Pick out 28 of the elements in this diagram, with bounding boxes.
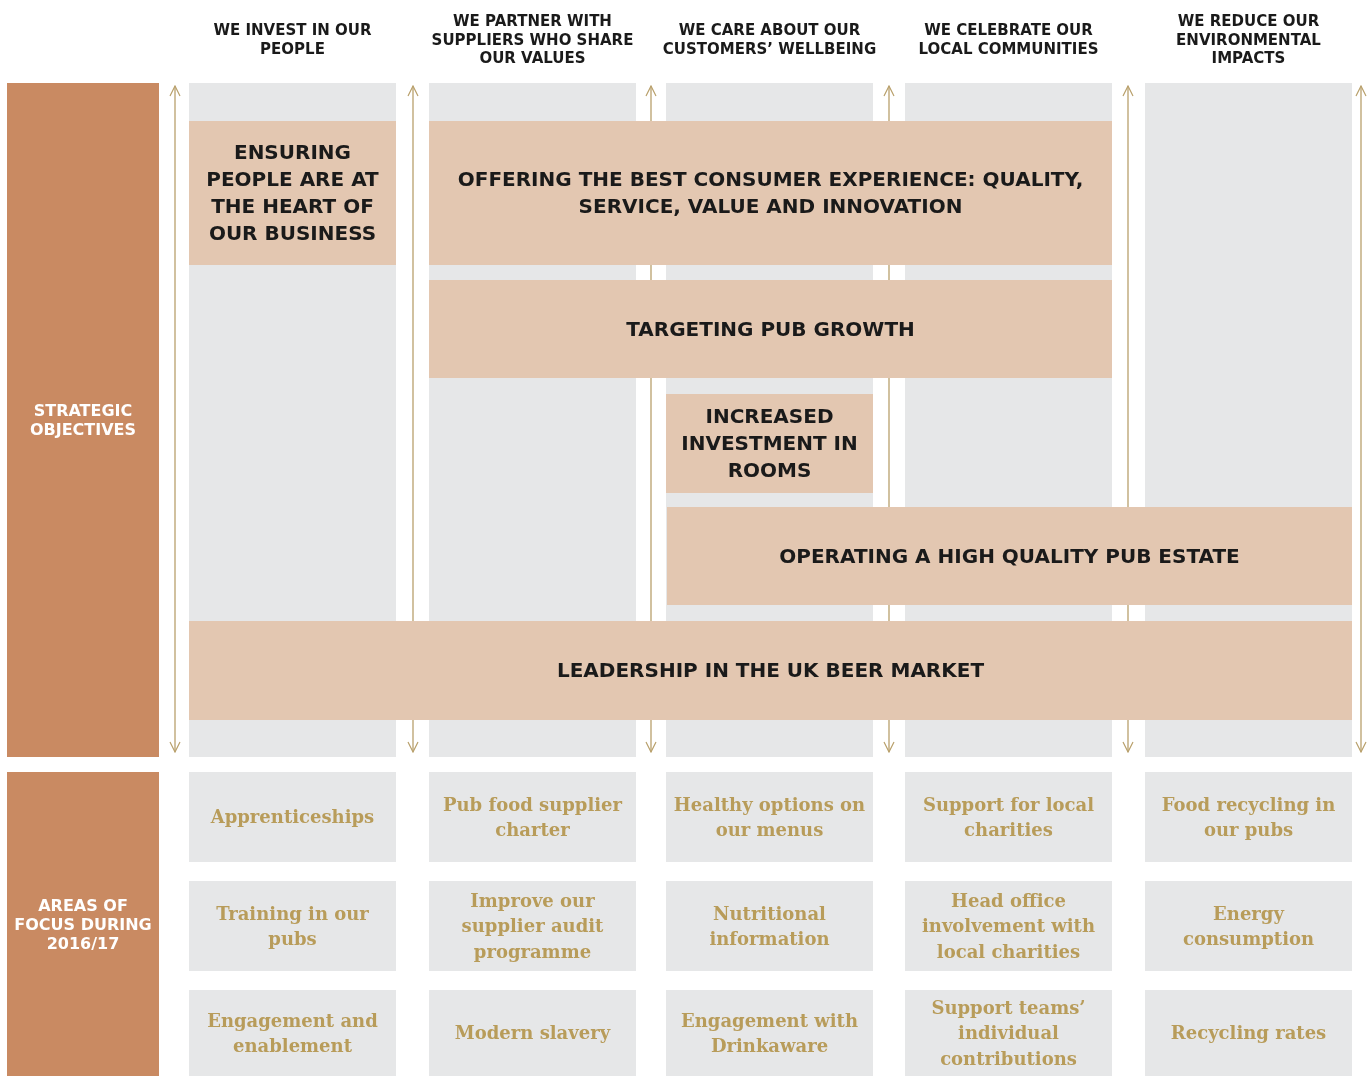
focus-area-box: Support for local charities	[905, 772, 1112, 862]
focus-area-box: Support teams’ individual contributions	[905, 990, 1112, 1076]
focus-area-box: Healthy options on our menus	[666, 772, 873, 862]
column-heading: WE PARTNER WITH SUPPLIERS WHO SHARE OUR VALUES	[430, 10, 635, 70]
row-heading-band: STRATEGIC OBJECTIVES	[7, 83, 159, 757]
row-heading-band: AREAS OF FOCUS DURING 2016/17	[7, 772, 159, 1076]
objective-box: ENSURING PEOPLE ARE AT THE HEART OF OUR BUSINESS	[189, 121, 396, 265]
focus-area-box: Recycling rates	[1145, 990, 1352, 1076]
objective-box: OFFERING THE BEST CONSUMER EXPERIENCE: QUALITY, SERVICE, VALUE AND INNOVATION	[429, 121, 1112, 265]
column-heading: WE CARE ABOUT OUR CUSTOMERS’ WELLBEING	[662, 20, 877, 60]
focus-area-box: Modern slavery	[429, 990, 636, 1076]
focus-area-box: Energy consumption	[1145, 881, 1352, 971]
focus-area-box: Pub food supplier charter	[429, 772, 636, 862]
objective-box: LEADERSHIP IN THE UK BEER MARKET	[189, 621, 1352, 720]
objective-box: INCREASED INVESTMENT IN ROOMS	[666, 394, 873, 493]
focus-area-box: Training in our pubs	[189, 881, 396, 971]
focus-area-box: Improve our supplier audit programme	[429, 881, 636, 971]
objective-box: OPERATING A HIGH QUALITY PUB ESTATE	[667, 507, 1352, 605]
focus-area-box: Food recycling in our pubs	[1145, 772, 1352, 862]
column-heading: WE REDUCE OUR ENVIRONMENTAL IMPACTS	[1175, 10, 1322, 70]
column-heading: WE CELEBRATE OUR LOCAL COMMUNITIES	[917, 20, 1100, 60]
focus-area-box: Engagement with Drinkaware	[666, 990, 873, 1076]
focus-area-box: Apprenticeships	[189, 772, 396, 862]
focus-area-box: Head office involvement with local charities	[905, 881, 1112, 971]
focus-area-box: Nutritional information	[666, 881, 873, 971]
objective-box: TARGETING PUB GROWTH	[429, 280, 1112, 378]
column-heading: WE INVEST IN OUR PEOPLE	[212, 20, 373, 60]
focus-area-box: Engagement and enablement	[189, 990, 396, 1076]
